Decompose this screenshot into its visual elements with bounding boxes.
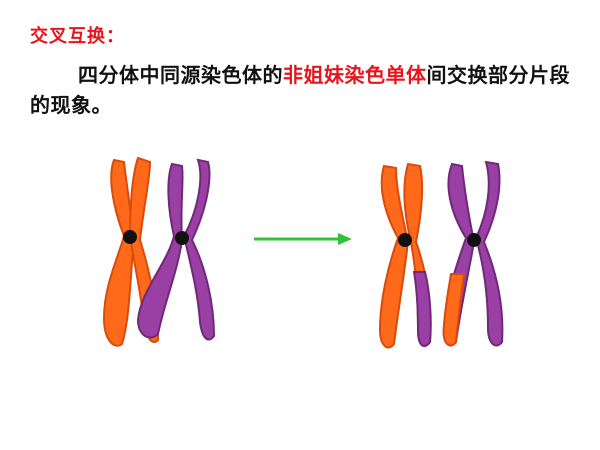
- right-tetrad: [378, 160, 504, 349]
- definition-after: 间交换部分片段的现象。: [30, 63, 570, 117]
- left-tetrad: [102, 156, 216, 347]
- left-centromere-orange: [123, 230, 137, 244]
- left-orange-chromatid-1: [102, 158, 136, 347]
- right-centromere-purple: [467, 233, 481, 247]
- left-purple-chromatid-1: [136, 162, 184, 339]
- right-exchanged-orange-segment: [442, 273, 466, 347]
- right-centromere-orange: [398, 233, 412, 247]
- right-orange-chromatid-1: [378, 164, 410, 349]
- right-purple-chromatid-2: [474, 160, 504, 347]
- left-centromere-purple: [175, 231, 189, 245]
- right-exchanged-purple-segment: [412, 271, 432, 347]
- left-purple-chromatid-2: [182, 158, 216, 341]
- transition-arrow-icon: [254, 233, 352, 245]
- definition-text: 四分体中同源染色体的非姐妹染色单体间交换部分片段的现象。: [30, 60, 570, 120]
- definition-before: 四分体中同源染色体的: [78, 63, 283, 87]
- slide-title: 交叉互换：: [30, 26, 125, 47]
- definition-highlight: 非姐妹染色单体: [283, 63, 427, 87]
